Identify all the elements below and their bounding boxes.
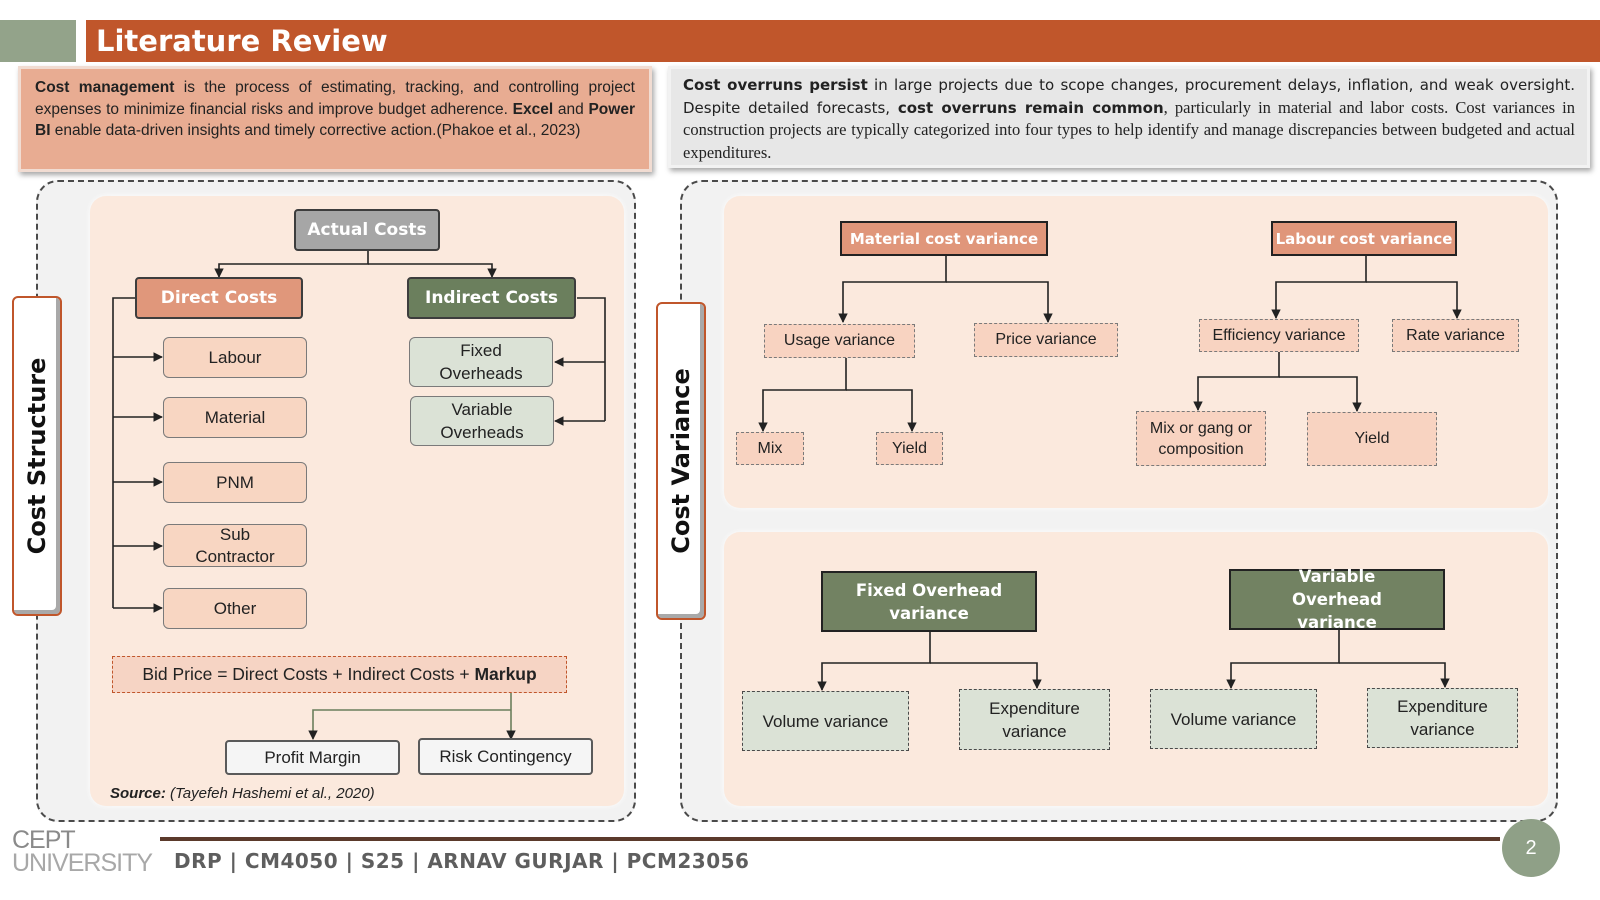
direct-costs-node: Direct Costs: [135, 277, 303, 319]
sub-contractor-node: Sub Contractor: [163, 524, 307, 567]
labour-mix-node: Mix or gang or composition: [1136, 411, 1266, 466]
material-mix-node: Mix: [736, 432, 804, 465]
fixed-expenditure-variance-node: Expenditure variance: [959, 689, 1110, 750]
variable-overhead-variance-node: Variable Overhead variance: [1229, 567, 1445, 632]
intro-cost-management: Cost management is the process of estima…: [18, 66, 652, 172]
usage-variance-node: Usage variance: [764, 324, 915, 358]
source-citation: Source: (Tayefeh Hashemi et al., 2020): [110, 785, 375, 802]
logo-cept: CEPT: [12, 826, 76, 854]
efficiency-variance-node: Efficiency variance: [1199, 319, 1359, 352]
page-number: 2: [1502, 819, 1560, 877]
intro-left-text-1: is the process of estimating, tracking, …: [35, 79, 635, 118]
indirect-costs-node: Indirect Costs: [407, 277, 576, 319]
material-yield-node: Yield: [876, 432, 943, 465]
labour-node: Labour: [163, 337, 307, 378]
material-node: Material: [163, 397, 307, 438]
bid-price-equation: Bid Price = Direct Costs + Indirect Cost…: [112, 656, 567, 693]
actual-costs-node: Actual Costs: [294, 209, 440, 251]
intro-right-bold-2: cost overruns remain common: [897, 98, 1164, 117]
title-accent: [0, 20, 76, 62]
variable-overheads-node: Variable Overheads: [410, 396, 554, 446]
fixed-overheads-node: Fixed Overheads: [409, 337, 553, 387]
risk-contingency-node: Risk Contingency: [418, 738, 593, 775]
markup-term: Markup: [474, 664, 537, 684]
material-cost-variance-node: Material cost variance: [840, 221, 1048, 256]
intro-cost-overruns: Cost overruns persist in large projects …: [668, 66, 1590, 168]
other-node: Other: [163, 588, 307, 629]
title-bar: [86, 20, 1600, 62]
cost-structure-label: Cost Structure: [12, 296, 62, 616]
fixed-overhead-variance-node: Fixed Overhead variance: [821, 571, 1037, 632]
labour-cost-variance-node: Labour cost variance: [1271, 221, 1457, 256]
profit-margin-node: Profit Margin: [225, 740, 400, 775]
pnm-node: PNM: [163, 462, 307, 503]
price-variance-node: Price variance: [974, 323, 1118, 357]
page-title: Literature Review: [96, 24, 388, 58]
intro-right-text-1: in large projects due to scope changes, …: [683, 76, 1576, 117]
variable-volume-variance-node: Volume variance: [1150, 689, 1317, 749]
variable-expenditure-variance-node: Expenditure variance: [1367, 688, 1518, 748]
cost-variance-label: Cost Variance: [656, 302, 706, 620]
intro-right-bold-1: Cost overruns persist: [683, 76, 868, 94]
intro-left-bold-3: Power BI: [35, 100, 635, 140]
intro-left-bold-1: Cost management: [35, 79, 175, 96]
labour-yield-node: Yield: [1307, 412, 1437, 466]
intro-left-text-2: and: [553, 100, 589, 118]
footer-divider: [160, 837, 1500, 841]
intro-right-text-2: , particularly in material and labor cos…: [683, 97, 1575, 162]
intro-left-bold-2: Excel: [512, 100, 554, 118]
logo-university: UNIVERSITY: [12, 849, 153, 877]
intro-left-text-3: enable data-driven insights and timely c…: [50, 122, 581, 139]
footer-text: DRP | CM4050 | S25 | ARNAV GURJAR | PCM2…: [174, 849, 750, 873]
fixed-volume-variance-node: Volume variance: [742, 691, 909, 751]
rate-variance-node: Rate variance: [1392, 319, 1519, 352]
